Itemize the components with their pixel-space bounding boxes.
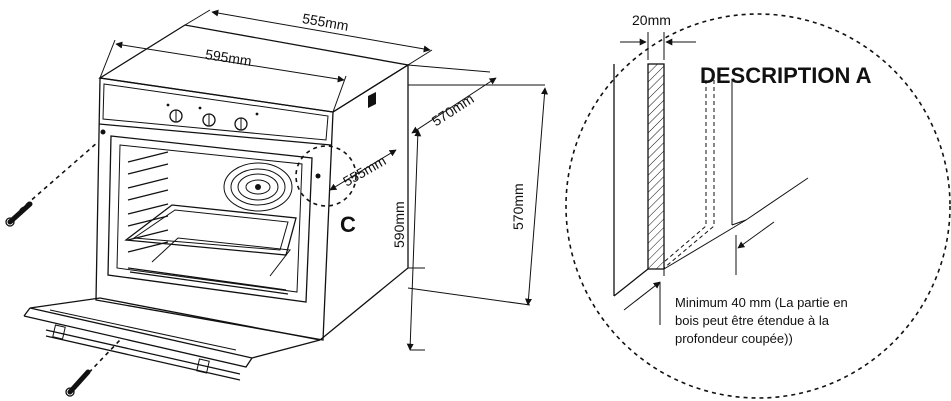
screw-hole-right bbox=[315, 173, 321, 179]
side-vent bbox=[368, 92, 376, 108]
wire-rack bbox=[127, 267, 289, 295]
dim-front-width: 595mm bbox=[204, 46, 253, 69]
detail-note-line-3: profondeur coupée)) bbox=[675, 331, 793, 346]
screw-bottom-icon bbox=[65, 339, 121, 397]
rack-rails bbox=[127, 151, 169, 253]
baking-tray bbox=[124, 204, 297, 256]
control-panel-edge bbox=[98, 123, 332, 146]
oven-door-open bbox=[29, 297, 321, 359]
door-handle bbox=[45, 329, 241, 381]
oven-front-frame bbox=[95, 77, 334, 341]
detail-gap-label: 20mm bbox=[632, 12, 671, 28]
screw-top-icon bbox=[5, 141, 99, 227]
detail-note-line-1: Minimum 40 mm (La partie en bbox=[675, 295, 848, 310]
dim-niche-height: 570mm bbox=[510, 183, 526, 230]
convection-fan bbox=[223, 162, 293, 212]
dim-inner-depth: 555mm bbox=[340, 152, 388, 189]
hatched-panel bbox=[647, 63, 665, 270]
detail-note-line-2: bois peut être étendue à la bbox=[675, 313, 830, 328]
dim-front-height: 590mm bbox=[391, 201, 407, 248]
oven-cavity bbox=[107, 135, 313, 303]
callout-label-c: C bbox=[340, 212, 356, 237]
dim-top-depth: 555mm bbox=[301, 10, 350, 34]
oven-drawing: C bbox=[5, 24, 410, 397]
detail-a: 20mm DESCRIPTION A Minimum 40 mm (La par… bbox=[565, 12, 951, 399]
detail-circle bbox=[565, 13, 951, 399]
dim-side-depth: 570mm bbox=[429, 90, 477, 129]
detail-title: DESCRIPTION A bbox=[700, 63, 872, 88]
screw-hole-left bbox=[100, 129, 106, 135]
dimension-lines bbox=[99, 9, 548, 351]
control-knobs bbox=[166, 103, 259, 131]
